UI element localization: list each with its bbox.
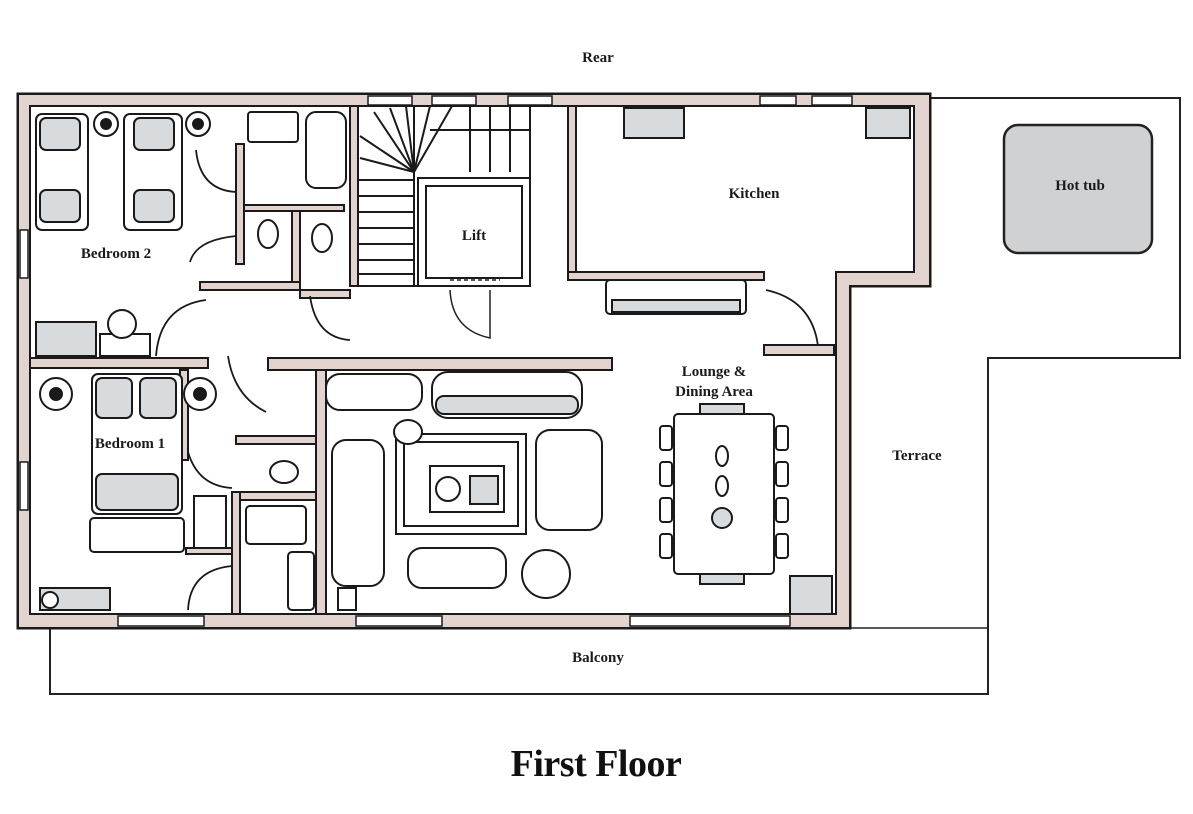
- lounge-furniture: [325, 371, 603, 611]
- rear-label: Rear: [582, 50, 614, 66]
- lift-shaft: [430, 190, 518, 274]
- balcony-label: Balcony: [572, 650, 624, 666]
- hot-tub-label: Hot tub: [1055, 178, 1105, 194]
- staircase: [357, 105, 531, 287]
- kitchen-furniture: [605, 107, 911, 315]
- terrace-label: Terrace: [892, 448, 942, 464]
- balcony-outline: [49, 97, 1181, 695]
- lift-label: Lift: [461, 228, 487, 244]
- door-swings: [155, 149, 819, 611]
- windows: [19, 95, 853, 627]
- bedroom1-furniture: [39, 373, 227, 611]
- hot-tub-shape: [1002, 123, 1154, 255]
- kitchen-label: Kitchen: [728, 186, 780, 202]
- lounge-dining-label: Lounge & Dining Area: [675, 364, 753, 400]
- bedroom2-furniture: [35, 111, 211, 357]
- outer-walls: [16, 92, 932, 630]
- outer-walls-inner: [29, 105, 915, 615]
- bedroom1-label: Bedroom 1: [94, 436, 166, 452]
- floor-title: First Floor: [510, 743, 682, 785]
- bathroom-fixtures: [245, 111, 347, 611]
- lounge-corner-cabinet: [789, 575, 833, 615]
- lift-door-swing: [449, 289, 491, 339]
- dining-table: [659, 403, 789, 585]
- bedroom2-label: Bedroom 2: [80, 246, 152, 262]
